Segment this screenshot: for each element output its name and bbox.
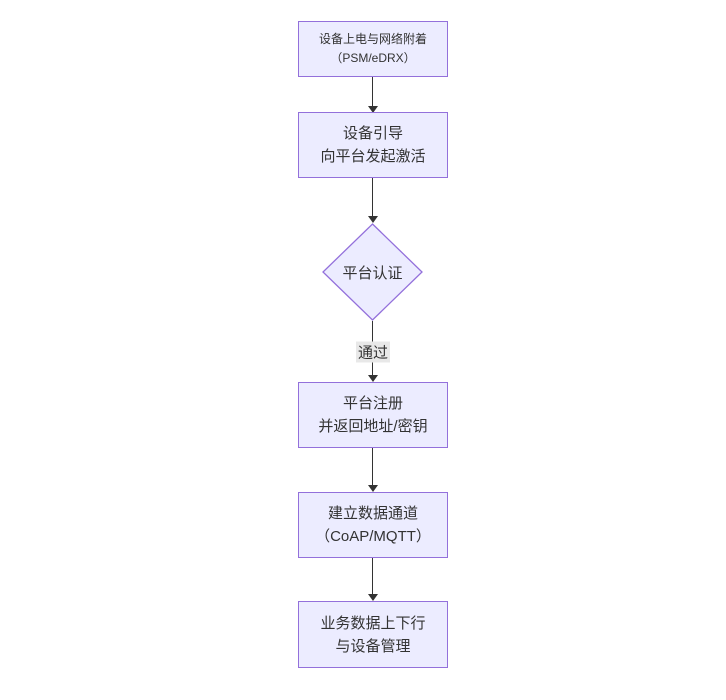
node-data-channel-line1: 建立数据通道 [327,505,418,522]
node-data-channel: 建立数据通道 （CoAP/MQTT） [298,492,448,558]
node-business-data-line1: 业务数据上下行 [320,614,426,632]
node-data-channel-line2: （CoAP/MQTT） [315,528,431,545]
arrowhead-down-icon [367,106,378,113]
edge-line-4 [372,448,373,485]
arrowhead-down-icon [367,375,378,382]
node-bootstrap-line1: 设备引导 [342,125,403,142]
node-power-attach-line2: （PSM/eDRX） [330,51,416,65]
node-bootstrap: 设备引导 向平台发起激活 [298,112,448,178]
edge-line-1 [372,77,373,106]
node-platform-register-line1: 平台注册 [342,395,403,412]
diamond-shape [322,223,423,321]
node-business-data-line2: 与设备管理 [335,637,411,655]
node-power-attach-line1: 设备上电与网络附着 [318,32,427,46]
node-power-attach: 设备上电与网络附着 （PSM/eDRX） [298,21,448,77]
arrowhead-down-icon [367,485,378,492]
node-platform-register-line2: 并返回地址/密钥 [318,418,428,435]
node-platform-auth: 平台认证 [322,223,423,321]
node-platform-register: 平台注册 并返回地址/密钥 [298,382,448,448]
edge-line-5 [372,558,373,594]
arrowhead-down-icon [367,216,378,223]
node-bootstrap-line2: 向平台发起激活 [320,148,426,165]
edge-label-pass: 通过 [355,341,391,363]
node-business-data: 业务数据上下行 与设备管理 [298,601,448,668]
node-platform-auth-label: 平台认证 [342,264,403,282]
arrowhead-down-icon [367,594,378,601]
edge-line-2 [372,178,373,216]
